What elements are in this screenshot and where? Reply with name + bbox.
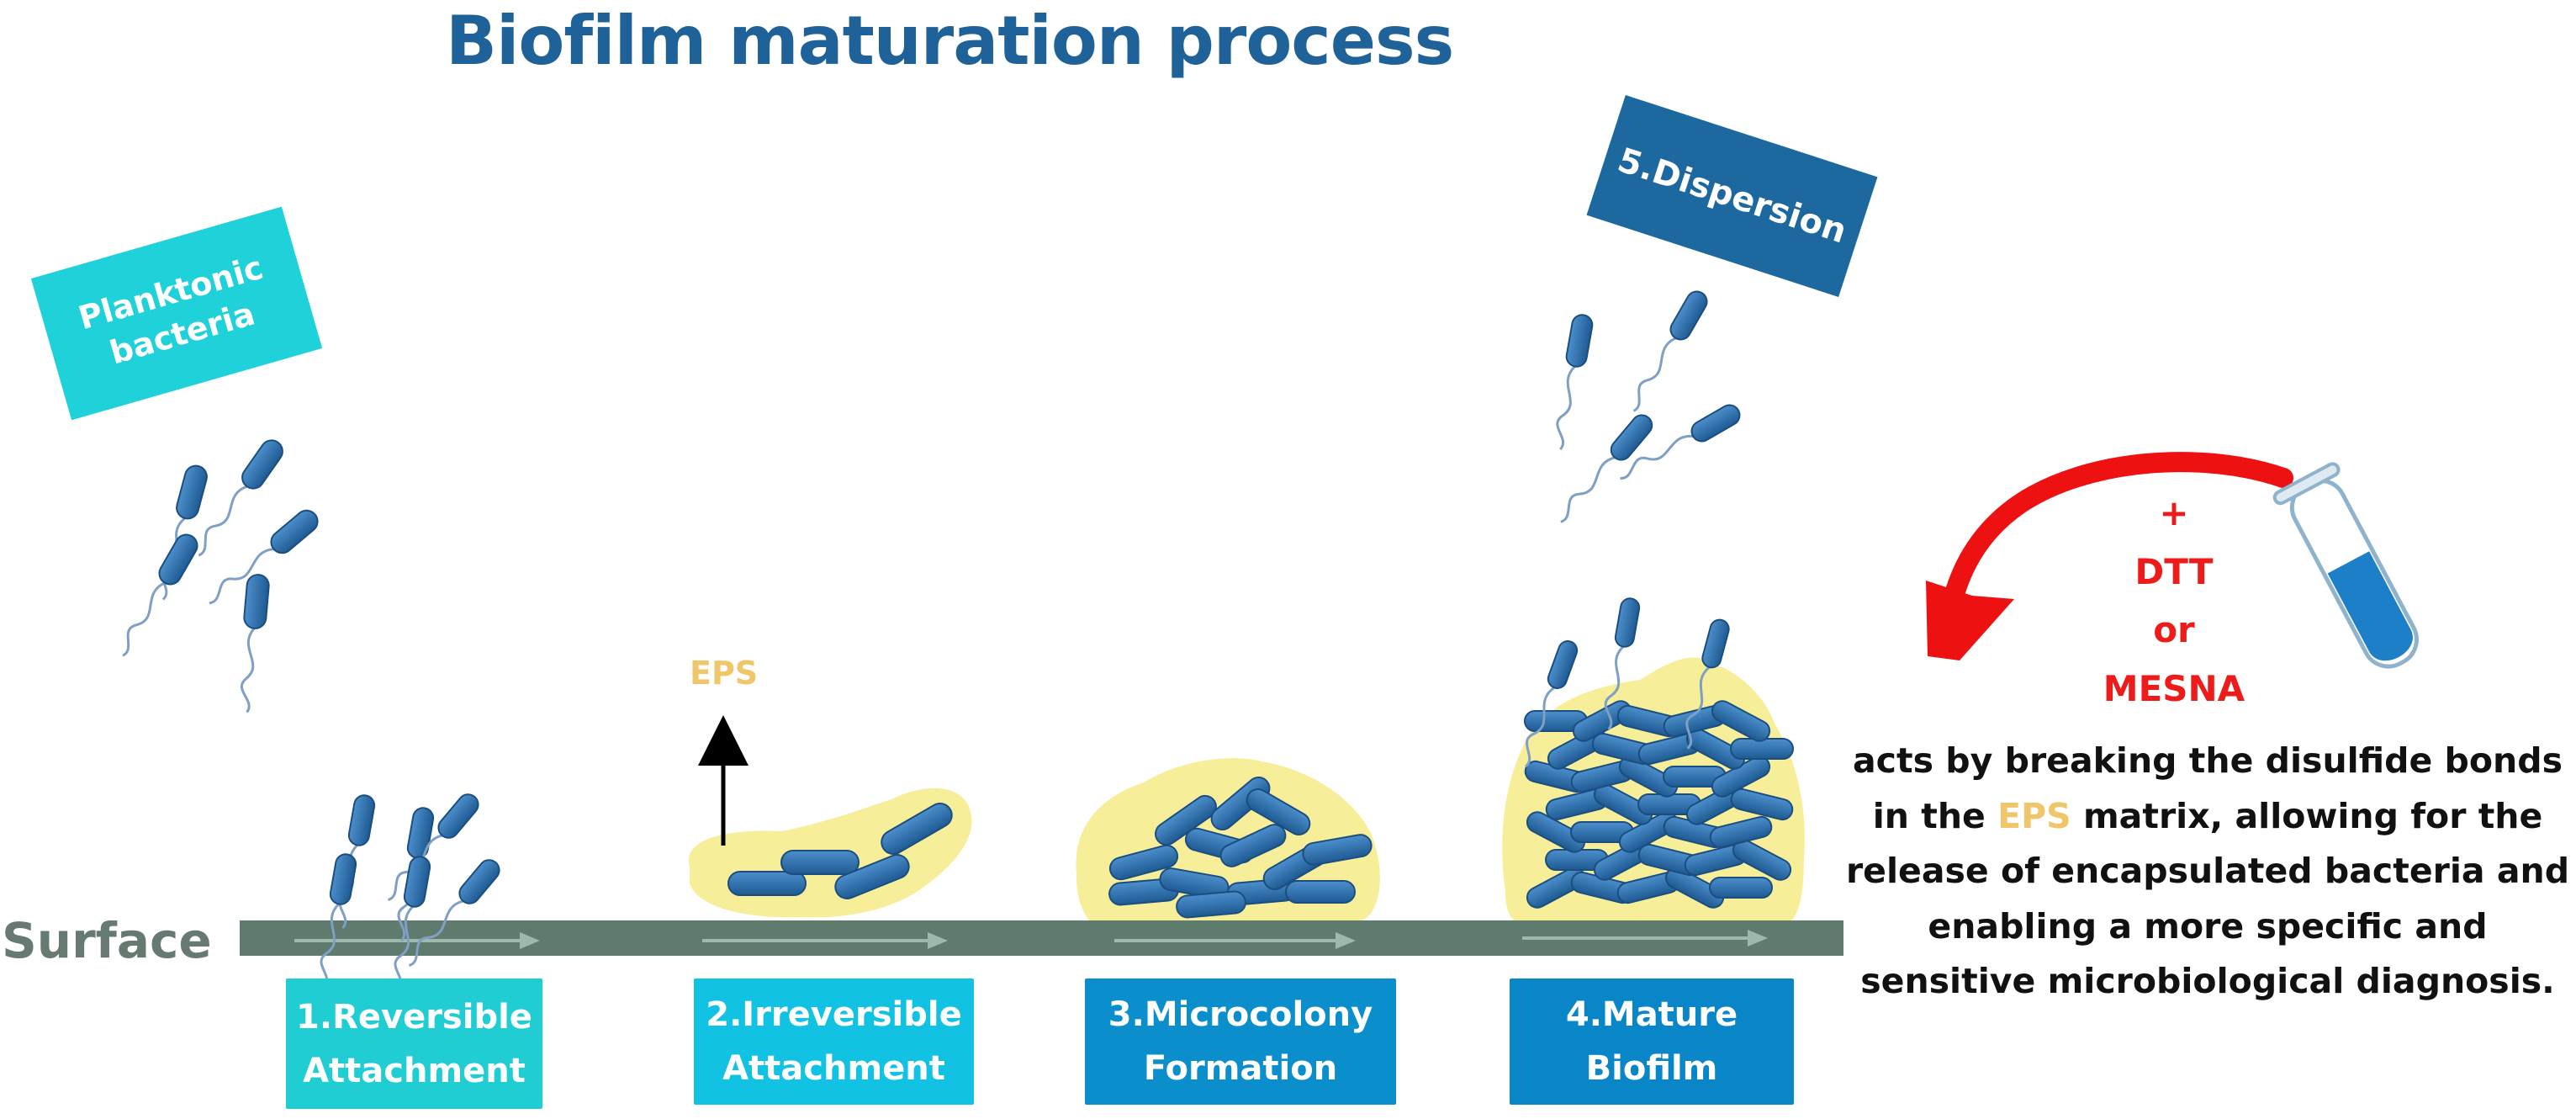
test-tube-icon xyxy=(2272,462,2419,669)
reagent-plus: + xyxy=(2159,492,2189,533)
bacterium-icon xyxy=(1730,788,1794,821)
bacterium-icon xyxy=(881,803,953,855)
bacterium-icon xyxy=(1604,597,1641,731)
bacterium-icon xyxy=(387,793,479,902)
bacterium-icon xyxy=(320,853,357,989)
stage-2-box: 2.Irreversible Attachment xyxy=(694,978,974,1105)
bacterium-icon xyxy=(1730,738,1794,760)
bacterium-icon xyxy=(1732,839,1792,881)
bacterium-icon xyxy=(209,509,319,605)
bacterium-icon xyxy=(1664,867,1725,909)
bacterium-icon xyxy=(1560,414,1653,523)
bacterium-icon xyxy=(240,574,270,713)
bacterium-icon xyxy=(198,439,283,557)
bacterium-icon xyxy=(1632,290,1708,412)
description-eps: EPS xyxy=(1997,795,2071,836)
stage-2-line2: Attachment xyxy=(722,1049,945,1088)
description-part2: matrix, allowing for the release of enca… xyxy=(1845,795,2570,1002)
reagent-or: or xyxy=(2153,609,2195,651)
bacterium-icon xyxy=(1711,700,1771,742)
stage-2-line1: 2.Irreversible xyxy=(706,995,962,1034)
reagent-label: + DTT or MESNA xyxy=(2065,484,2283,719)
description-part1: acts by breaking the disulfide bonds in … xyxy=(1853,740,2563,836)
stage-4-line2: Biofilm xyxy=(1585,1049,1718,1088)
bacterium-icon xyxy=(408,859,500,968)
bacterium-icon xyxy=(1620,404,1741,480)
stage-1-box: 1.Reversible Attachment xyxy=(286,978,542,1109)
stage-4-box: 4.Mature Biofilm xyxy=(1510,978,1794,1105)
stage-3-line1: 3.Microcolony xyxy=(1108,995,1373,1034)
stage-1-line1: 1.Reversible xyxy=(296,997,532,1037)
eps-label: EPS xyxy=(690,655,759,692)
bacterium-icon xyxy=(1524,640,1579,768)
curved-arrow-head xyxy=(1926,581,2014,660)
stage-3-line2: Formation xyxy=(1143,1049,1338,1088)
bacterium-icon xyxy=(1556,314,1594,451)
bacterium-icon xyxy=(1219,824,1287,867)
bacterium-icon xyxy=(1108,844,1179,881)
bacterium-icon xyxy=(780,850,860,875)
stage-3-box: 3.Microcolony Formation xyxy=(1085,978,1396,1105)
bacterium-icon xyxy=(1176,890,1246,919)
bacterium-icon xyxy=(161,464,208,601)
bacterium-icon xyxy=(1285,880,1356,904)
bacterium-icon xyxy=(727,871,807,896)
page-title: Biofilm maturation process xyxy=(446,2,1454,80)
bacterium-icon xyxy=(1685,618,1730,750)
reagent-dtt: DTT xyxy=(2134,550,2214,592)
planktonic-bacteria-label: Planktonic bacteria xyxy=(74,248,267,372)
bacterium-icon xyxy=(1709,815,1773,849)
bacterium-icon xyxy=(1526,811,1586,853)
bacterium-icon xyxy=(1159,867,1230,899)
stage-1-line2: Attachment xyxy=(303,1051,526,1090)
bacteria-layer xyxy=(122,290,1794,991)
description-text: acts by breaking the disulfide bonds in … xyxy=(1842,734,2573,1010)
surface-label: Surface xyxy=(2,912,212,969)
bacterium-icon xyxy=(1709,877,1773,899)
bacterium-icon xyxy=(122,533,198,657)
stage-4-line1: 4.Mature xyxy=(1565,995,1738,1034)
bacterium-icon xyxy=(1618,756,1679,798)
bacterium-icon xyxy=(1593,783,1653,825)
curved-arrow-icon xyxy=(1941,452,2293,616)
bacterium-icon xyxy=(1246,788,1311,835)
reagent-mesna: MESNA xyxy=(2103,668,2245,710)
bacterium-icon xyxy=(834,854,910,899)
